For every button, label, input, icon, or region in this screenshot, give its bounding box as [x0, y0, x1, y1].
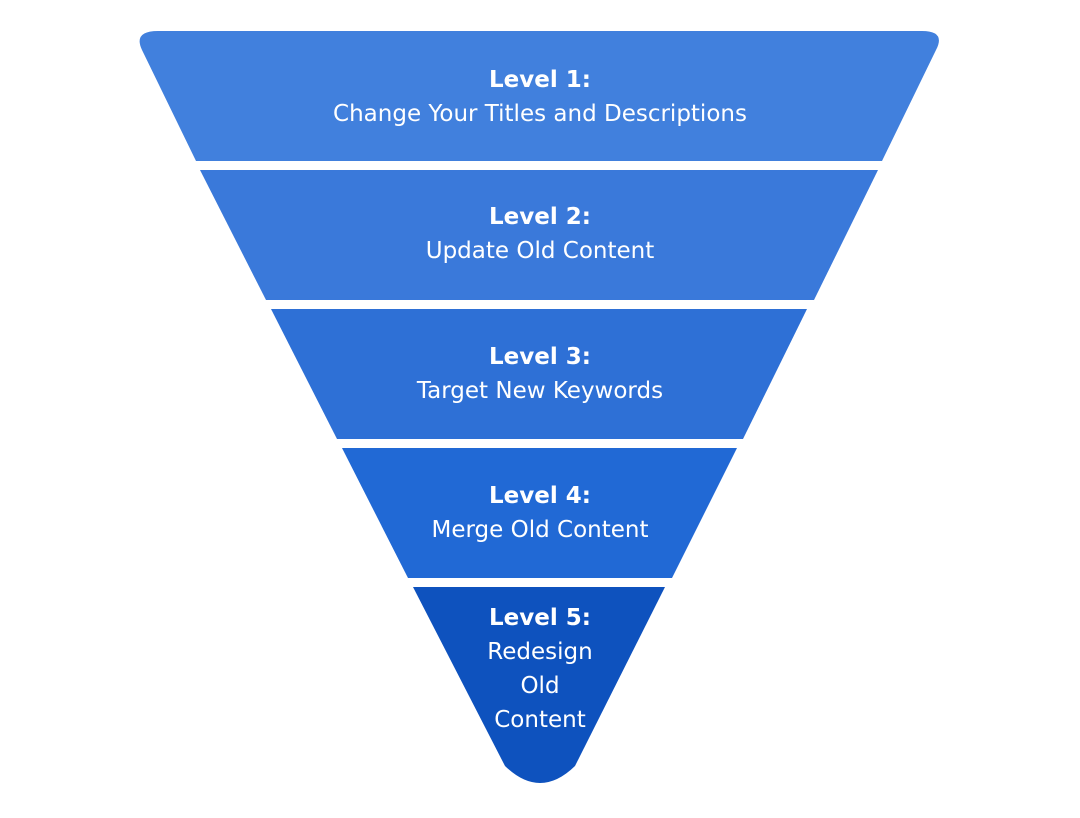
level-2-title: Level 2:: [489, 204, 591, 230]
funnel-level-1-band: [139, 31, 939, 161]
funnel-level-2: Level 2: Update Old Content: [0, 200, 1080, 268]
funnel-level-3-band: [271, 309, 807, 439]
level-3-title: Level 3:: [489, 344, 591, 370]
funnel-level-5-band: [413, 587, 665, 783]
funnel-level-1: Level 1: Change Your Titles and Descript…: [0, 63, 1080, 131]
funnel-level-5: Level 5: Redesign Old Content: [0, 601, 1080, 737]
level-1-title: Level 1:: [489, 67, 591, 93]
funnel-level-3: Level 3: Target New Keywords: [0, 340, 1080, 408]
level-2-description: Update Old Content: [425, 238, 655, 264]
level-4-title: Level 4:: [489, 483, 591, 509]
funnel-level-4: Level 4: Merge Old Content: [0, 479, 1080, 547]
level-4-description: Merge Old Content: [431, 517, 649, 543]
level-5-description: Redesign Old Content: [487, 639, 593, 733]
level-5-title: Level 5:: [489, 605, 591, 631]
level-3-description: Target New Keywords: [416, 378, 664, 404]
funnel-level-4-band: [342, 448, 737, 578]
level-1-description: Change Your Titles and Descriptions: [333, 101, 747, 127]
funnel-level-2-band: [200, 170, 878, 300]
